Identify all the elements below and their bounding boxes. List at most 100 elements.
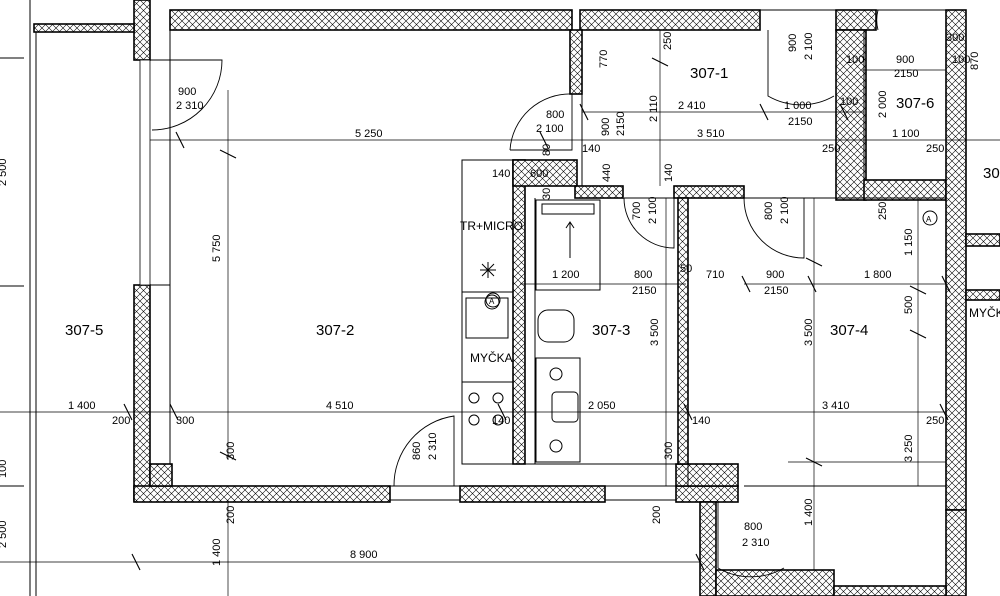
dim-100d: 100: [0, 460, 9, 478]
dim-800c: 800: [634, 269, 652, 281]
dim-100b: 100: [840, 96, 858, 108]
wall-right-main: [945, 9, 967, 511]
kitchen-sink: [465, 297, 509, 339]
marker-a-circle-2: [922, 210, 938, 226]
dim-2100d: 2 100: [779, 196, 791, 224]
dim-2500a: 2 500: [0, 158, 9, 186]
room-label-307-1: 307-1: [690, 65, 728, 82]
marker-a-2: A: [926, 215, 932, 224]
dim-2100c: 2 100: [647, 196, 659, 224]
wall-bottom-3: [675, 485, 739, 503]
wall-right-lower: [945, 509, 967, 596]
dim-800a: 800: [546, 109, 564, 121]
window-left: [139, 59, 151, 286]
dim-200b: 200: [225, 506, 237, 524]
dim-200a: 200: [112, 415, 130, 427]
dim-3500a: 3 500: [649, 318, 661, 346]
dim-50: 50: [680, 263, 692, 275]
washbasin: [551, 391, 579, 423]
dim-2150a: 2150: [615, 112, 627, 136]
dim-300t: 300: [946, 32, 964, 44]
dim-2050: 2 050: [588, 400, 616, 412]
dim-3510: 3 510: [697, 128, 725, 140]
dim-100a: 100: [846, 54, 864, 66]
dim-140c: 140: [663, 164, 675, 182]
dimension-texts: 5 250 900 2 310 800 2 100 2 410 1 000 21…: [68, 32, 970, 561]
toilet: [537, 309, 575, 343]
wall-right-box2: [965, 289, 1000, 301]
dim-5750: 5 750: [211, 234, 223, 262]
dim-300b: 300: [225, 442, 237, 460]
dim-250e: 250: [926, 415, 944, 427]
wall-kitchen-top: [512, 159, 578, 187]
dim-2100a: 2 100: [536, 123, 564, 135]
dim-80: 80: [541, 144, 553, 156]
dim-2100b: 2 100: [803, 32, 815, 60]
room-label-307-5: 307-5: [65, 322, 103, 339]
dim-300a: 300: [176, 415, 194, 427]
walls: [33, 0, 1000, 596]
room-labels: 307-1 307-2 307-3 307-4 307-5 307-6 30: [65, 65, 1000, 339]
dim-870: 870: [969, 52, 981, 70]
dim-5250: 5 250: [355, 128, 383, 140]
dim-900b: 900: [600, 118, 612, 136]
dim-1150: 1 150: [903, 228, 915, 256]
wall-bottom-3b: [675, 463, 739, 487]
dim-1400a: 1 400: [68, 400, 96, 412]
kitchen-counter: [461, 159, 514, 465]
dim-8900: 8 900: [350, 549, 378, 561]
dim-140b: 140: [582, 143, 600, 155]
dim-440: 440: [601, 164, 613, 182]
dim-4510: 4 510: [326, 400, 354, 412]
extractor-icon: [480, 262, 496, 278]
dim-2150d: 2150: [632, 285, 656, 297]
dim-770: 770: [598, 50, 610, 68]
wall-top-mid: [579, 9, 761, 31]
wall-307-1-right: [835, 29, 867, 201]
marker-a-circle-1: [485, 292, 501, 308]
marker-a-1: A: [489, 297, 495, 306]
dim-3500b: 3 500: [803, 318, 815, 346]
room-label-307-6: 307-6: [896, 95, 934, 112]
wall-top-left: [169, 9, 573, 31]
dim-2150c: 2150: [894, 68, 918, 80]
dim-1400b: 1 400: [211, 538, 223, 566]
dim-2150b: 2150: [788, 116, 812, 128]
dim-250d: 250: [877, 202, 889, 220]
dim-2410: 2 410: [678, 100, 706, 112]
dim-2310c: 2 310: [742, 537, 770, 549]
dim-600: 600: [530, 168, 548, 180]
dim-140a: 140: [492, 168, 510, 180]
dim-250b: 250: [822, 143, 840, 155]
wall-bottom-1b: [149, 463, 173, 487]
dim-250c: 250: [926, 143, 944, 155]
dim-1000: 1 000: [784, 100, 812, 112]
wall-corridor-left: [699, 501, 717, 596]
wall-right-box: [965, 233, 1000, 247]
dim-2150e: 2150: [764, 285, 788, 297]
wall-307-1-left: [569, 29, 583, 95]
wall-bottom-1: [133, 485, 391, 503]
wall-307-3-4: [677, 197, 689, 465]
dim-710: 710: [706, 269, 724, 281]
label-microwave: TR+MICRO: [460, 219, 523, 233]
dim-3410: 3 410: [822, 400, 850, 412]
dim-3250: 3 250: [903, 434, 915, 462]
wall-left-lower: [133, 284, 151, 502]
bathroom-fixtures: [535, 199, 601, 463]
dim-900c: 900: [787, 34, 799, 52]
dim-300c: 300: [663, 442, 675, 460]
dim-30: 30: [541, 188, 553, 200]
dim-100c: 100: [952, 54, 970, 66]
wall-307-1-bottom: [673, 185, 745, 199]
wall-top-right: [835, 9, 877, 31]
dim-2310a: 2 310: [176, 100, 204, 112]
dim-140d: 140: [492, 415, 510, 427]
dim-2110: 2 110: [648, 95, 660, 122]
doors: [151, 9, 879, 578]
dim-1100: 1 100: [892, 128, 920, 140]
label-dishwasher-right: MYČK: [969, 305, 1000, 320]
wall-307-6-bottom: [863, 179, 947, 201]
fixture-labels: TR+MICRO MYČKA MYČK A A: [460, 210, 1000, 365]
